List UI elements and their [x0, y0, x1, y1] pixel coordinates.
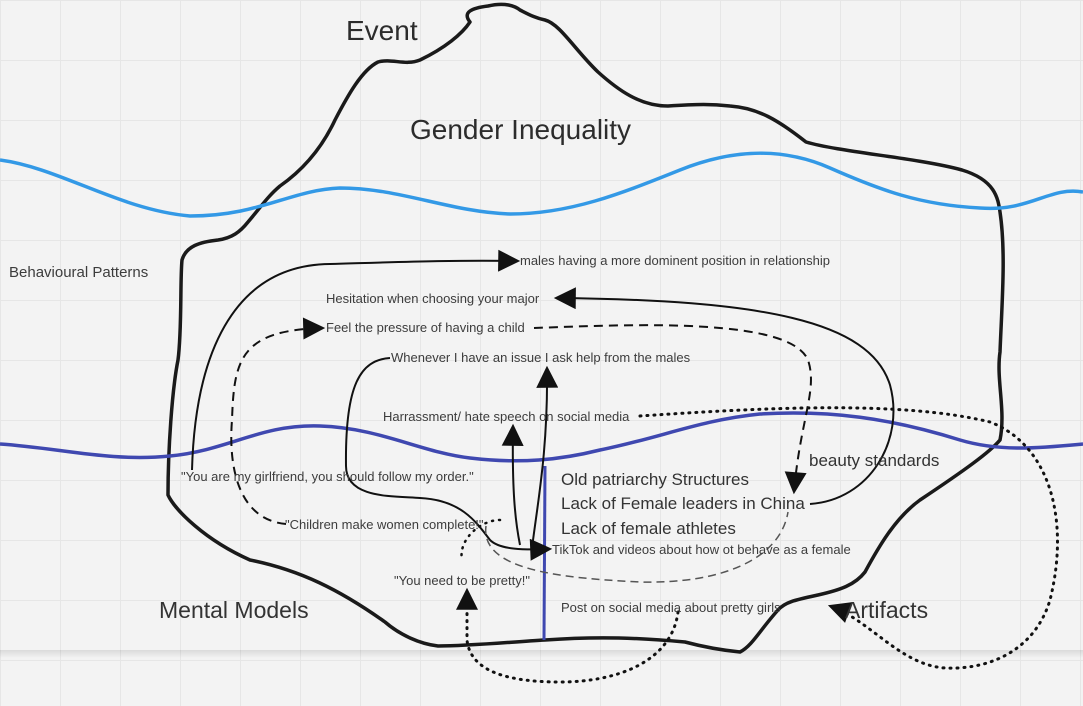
iceberg-outline: [166, 2, 1005, 654]
pattern-hesitation-major[interactable]: Hesitation when choosing your major: [326, 291, 540, 306]
waterline-bottom: [0, 411, 1083, 463]
arrow-children-to-pressure: [230, 317, 326, 525]
structure-female-leaders[interactable]: Lack of Female leaders in China: [561, 494, 805, 513]
pattern-pressure-child[interactable]: Feel the pressure of having a child: [326, 320, 525, 335]
structure-beauty-standards[interactable]: beauty standards: [809, 451, 940, 470]
arrow-tiktok-to-ask: [531, 365, 559, 549]
model-pretty[interactable]: "You need to be pretty!": [394, 573, 530, 588]
arrow-ask-to-tiktok: [344, 357, 553, 561]
pattern-dominant-position[interactable]: males having a more dominent position in…: [520, 253, 831, 268]
model-girlfriend[interactable]: "You are my girlfriend, you should follo…: [181, 469, 474, 484]
pattern-harassment[interactable]: Harrassment/ hate speech on social media: [383, 409, 630, 424]
pattern-ask-males[interactable]: Whenever I have an issue I ask help from…: [391, 350, 691, 365]
arrow-tiktok-loop-dotted: [460, 518, 502, 562]
artifact-pretty-girls[interactable]: Post on social media about pretty girls: [561, 600, 781, 615]
arrow-pressure-to-beauty: [533, 324, 812, 495]
structure-patriarchy[interactable]: Old patriarchy Structures: [561, 470, 750, 489]
arrow-leaders-to-hesitation: [553, 287, 895, 505]
model-children[interactable]: "Children make women complete!": [285, 517, 484, 532]
layer-label-artifacts[interactable]: Artifacts: [845, 597, 929, 623]
arrow-pretty-girls-to-pretty: [456, 587, 680, 684]
arrow-tiktok-to-harassment: [501, 423, 524, 546]
waterline-top: [0, 151, 1083, 218]
vertical-connector: [542, 465, 547, 641]
layer-label-mental-models[interactable]: Mental Models: [159, 597, 309, 623]
arrow-girlfriend-to-dominant: [191, 249, 521, 471]
structure-female-athletes[interactable]: Lack of female athletes: [561, 519, 736, 538]
layer-label-behavioural-patterns[interactable]: Behavioural Patterns: [9, 264, 149, 281]
artifact-tiktok[interactable]: TikTok and videos about how ot behave as…: [552, 542, 851, 557]
layer-label-event[interactable]: Event: [346, 15, 418, 46]
topic-title[interactable]: Gender Inequality: [410, 114, 632, 145]
frame-edge: [0, 650, 1083, 658]
